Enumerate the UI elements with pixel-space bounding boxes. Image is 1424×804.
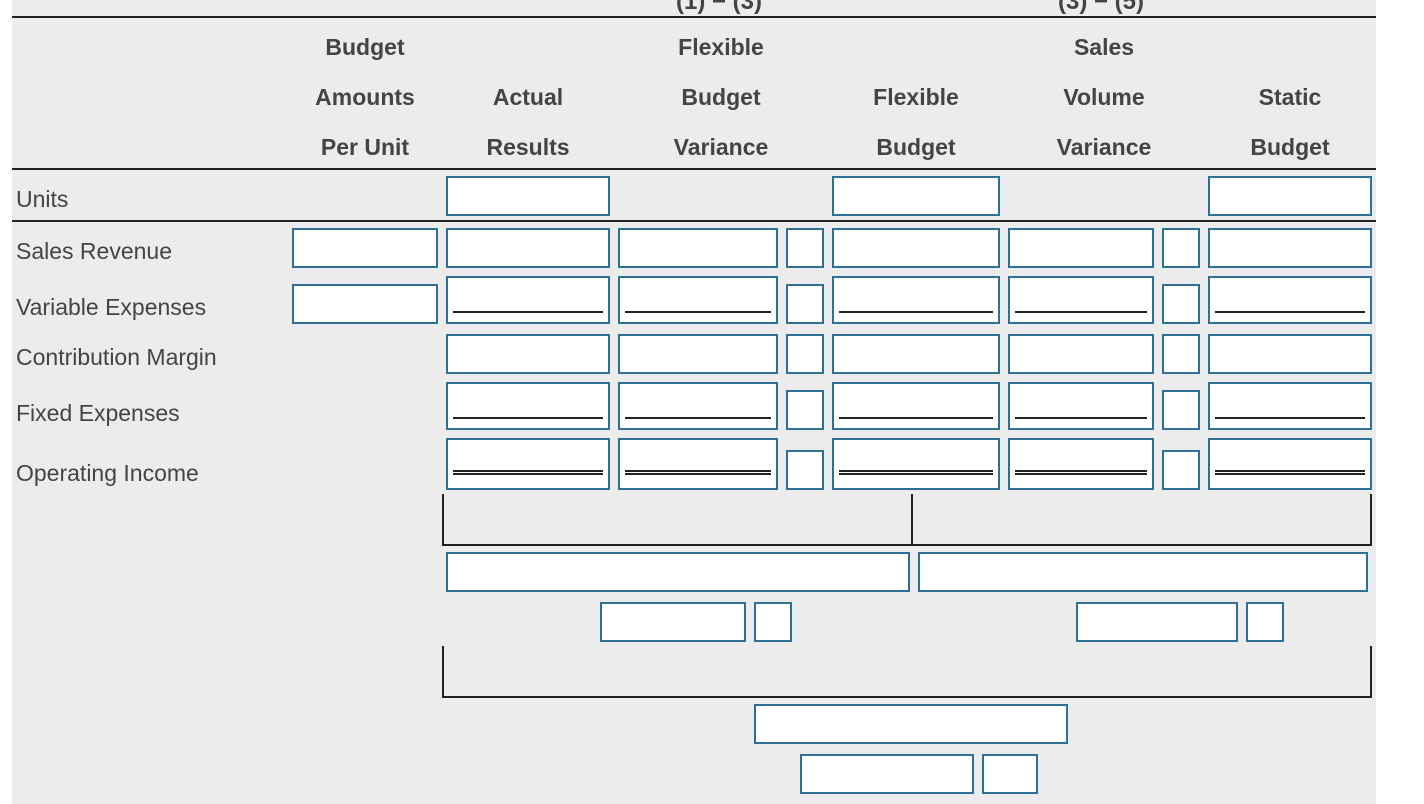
sales-revenue-actual-input[interactable] [446,228,610,268]
fixed-expenses-flex-variance-input[interactable] [618,382,778,430]
contribution-margin-flex-variance-fu-select[interactable] [786,334,824,374]
operating-income-flex-variance-input[interactable] [618,438,778,490]
underline [625,417,771,419]
row-label-operating-income: Operating Income [16,460,199,486]
underline [1015,311,1147,313]
total-sales-volume-variance-input[interactable] [1076,602,1238,642]
variable-expenses-volume-variance-input[interactable] [1008,276,1154,324]
total-static-budget-variance-fu-select[interactable] [982,754,1038,794]
total-sales-volume-variance-fu-select[interactable] [1246,602,1284,642]
contribution-margin-flex-variance-input[interactable] [618,334,778,374]
underline [1215,417,1365,419]
units-flexible-budget-input[interactable] [832,176,1000,216]
header-top-rule [12,16,1376,18]
sales-revenue-flexible-budget-input[interactable] [832,228,1000,268]
contribution-margin-volume-variance-fu-select[interactable] [1162,334,1200,374]
sales-revenue-flex-variance-input[interactable] [618,228,778,268]
variable-expenses-flex-variance-fu-select[interactable] [786,284,824,324]
double-underline [625,470,771,475]
underline [453,311,603,313]
units-actual-input[interactable] [446,176,610,216]
operating-income-flexible-budget-input[interactable] [832,438,1000,490]
operating-income-actual-input[interactable] [446,438,610,490]
fixed-expenses-volume-variance-input[interactable] [1008,382,1154,430]
flexible-budget-variance-label-select[interactable] [446,552,910,592]
units-static-budget-input[interactable] [1208,176,1372,216]
volume-variance-formula: (3) − (5) [1058,0,1145,15]
variable-expenses-volume-variance-fu-select[interactable] [1162,284,1200,324]
double-underline [1215,470,1365,475]
fixed-expenses-actual-input[interactable] [446,382,610,430]
contribution-margin-static-budget-input[interactable] [1208,334,1372,374]
underline [625,311,771,313]
variance-bracket [442,494,1372,546]
static-budget-variance-bracket [442,646,1372,698]
row-label-sales-revenue: Sales Revenue [16,238,172,264]
operating-income-flex-variance-fu-select[interactable] [786,450,824,490]
sales-revenue-flex-variance-fu-select[interactable] [786,228,824,268]
sales-revenue-per-unit-input[interactable] [292,228,438,268]
contribution-margin-volume-variance-input[interactable] [1008,334,1154,374]
operating-income-volume-variance-fu-select[interactable] [1162,450,1200,490]
variable-expenses-actual-input[interactable] [446,276,610,324]
sales-revenue-volume-variance-input[interactable] [1008,228,1154,268]
fixed-expenses-flexible-budget-input[interactable] [832,382,1000,430]
variable-expenses-static-budget-input[interactable] [1208,276,1372,324]
operating-income-volume-variance-input[interactable] [1008,438,1154,490]
fixed-expenses-static-budget-input[interactable] [1208,382,1372,430]
sales-revenue-volume-variance-fu-select[interactable] [1162,228,1200,268]
contribution-margin-actual-input[interactable] [446,334,610,374]
underline [1015,417,1147,419]
contribution-margin-flexible-budget-input[interactable] [832,334,1000,374]
total-flexible-budget-variance-fu-select[interactable] [754,602,792,642]
double-underline [1015,470,1147,475]
row-label-contribution-margin: Contribution Margin [16,344,217,370]
variable-expenses-per-unit-input[interactable] [292,284,438,324]
fixed-expenses-flex-variance-fu-select[interactable] [786,390,824,430]
fixed-expenses-volume-variance-fu-select[interactable] [1162,390,1200,430]
flexible-variance-formula: (1) − (3) [676,0,763,15]
underline [453,417,603,419]
sales-volume-variance-label-select[interactable] [918,552,1368,592]
underline [839,311,993,313]
operating-income-static-budget-input[interactable] [1208,438,1372,490]
total-flexible-budget-variance-input[interactable] [600,602,746,642]
row-label-units: Units [16,186,69,212]
row-label-variable-expenses: Variable Expenses [16,294,207,320]
variable-expenses-flex-variance-input[interactable] [618,276,778,324]
double-underline [453,470,603,475]
units-bottom-rule [12,220,1376,222]
total-static-budget-variance-input[interactable] [800,754,974,794]
underline [1215,311,1365,313]
variance-bracket-divider [911,494,913,546]
row-label-fixed-expenses: Fixed Expenses [16,400,180,426]
double-underline [839,470,993,475]
header-bottom-rule [12,168,1376,170]
underline [839,417,993,419]
static-budget-variance-label-select[interactable] [754,704,1068,744]
variable-expenses-flexible-budget-input[interactable] [832,276,1000,324]
sales-revenue-static-budget-input[interactable] [1208,228,1372,268]
